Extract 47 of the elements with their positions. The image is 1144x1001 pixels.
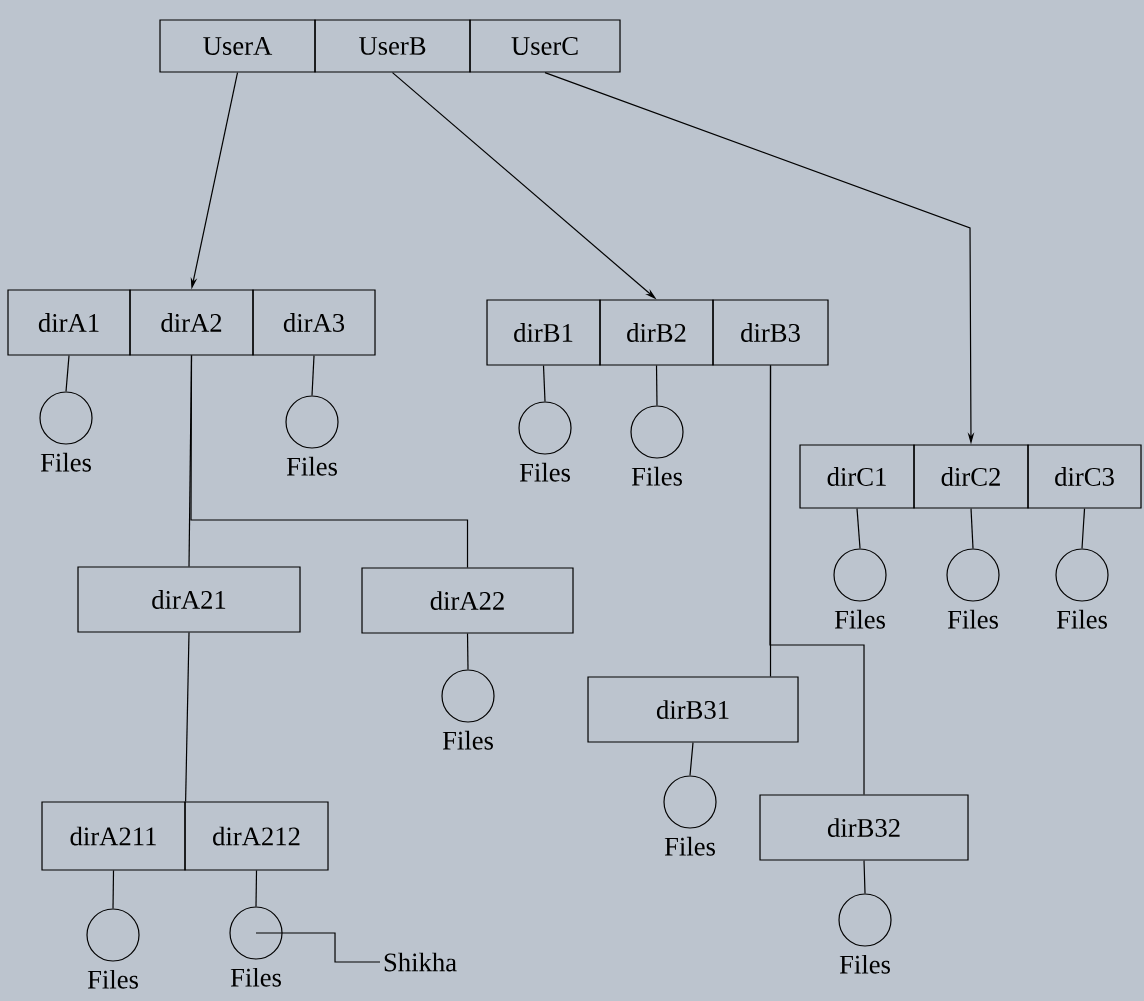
connector-line <box>65 355 70 392</box>
directory-box: dirB2 <box>599 299 714 366</box>
directory-box: dirA211 <box>41 801 186 871</box>
file-label: Files <box>442 730 493 750</box>
directory-box: dirC1 <box>799 444 915 509</box>
file-label: Files <box>839 954 890 974</box>
directory-box: UserA <box>159 19 316 73</box>
directory-box: dirB3 <box>712 299 829 366</box>
connector-line <box>255 870 258 907</box>
directory-box: dirB32 <box>759 794 969 861</box>
connector-line <box>856 508 861 549</box>
connector-line <box>655 365 658 406</box>
directory-box: dirB31 <box>587 676 799 743</box>
directory-box: dirA1 <box>7 289 131 356</box>
file-label: Files <box>631 466 682 486</box>
file-label: Files <box>230 967 281 987</box>
connector-line <box>1081 508 1086 549</box>
file-label: Files <box>40 452 91 472</box>
file-label: Files <box>87 969 138 989</box>
directory-box: dirA21 <box>77 566 301 633</box>
file-label: Files <box>286 456 337 476</box>
directory-box: UserC <box>469 19 621 73</box>
connector-line <box>311 355 315 396</box>
connector-line <box>863 860 866 894</box>
file-label: Files <box>834 609 885 629</box>
connector-line <box>542 365 546 402</box>
directory-box: dirA3 <box>252 289 376 356</box>
connector-line <box>689 742 694 776</box>
directory-box: dirC2 <box>913 444 1029 509</box>
file-label: Files <box>519 462 570 482</box>
user-label: Shikha <box>384 952 457 972</box>
connector-line <box>466 633 469 670</box>
connector-line <box>190 355 469 568</box>
file-label: Files <box>664 836 715 856</box>
connector-line <box>769 365 865 795</box>
directory-box: dirA212 <box>184 801 329 871</box>
file-label: Files <box>947 609 998 629</box>
directory-box: dirB1 <box>486 299 601 366</box>
file-label: Files <box>1056 609 1107 629</box>
directory-box: dirA22 <box>361 567 574 634</box>
connector-line <box>185 632 190 802</box>
directory-box: dirA2 <box>129 289 254 356</box>
connector-line <box>112 870 115 909</box>
directory-box: dirC3 <box>1027 444 1142 509</box>
directory-box: UserB <box>314 19 471 73</box>
leader-line <box>255 932 381 963</box>
connector-line <box>970 508 974 549</box>
